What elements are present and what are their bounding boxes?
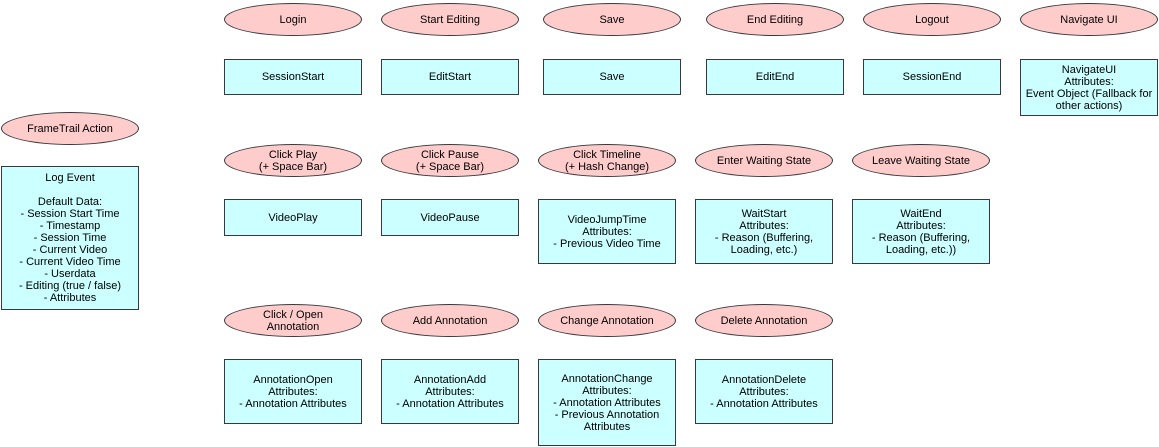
legend-event-box: Log Event Default Data: - Session Start … xyxy=(1,166,139,310)
event-edit-end: EditEnd xyxy=(706,59,844,95)
action-end-editing: End Editing xyxy=(706,3,844,36)
legend-action-label: FrameTrail Action xyxy=(27,122,113,135)
action-label: Click / Open Annotation xyxy=(263,308,323,333)
action-label: Click Pause (+ Space Bar) xyxy=(415,148,485,173)
event-label: AnnotationChange Attributes: - Annotatio… xyxy=(553,372,661,433)
event-annotation-open: AnnotationOpen Attributes: - Annotation … xyxy=(224,359,362,424)
event-label: AnnotationDelete Attributes: - Annotatio… xyxy=(710,373,818,410)
event-save: Save xyxy=(543,59,681,95)
event-label: VideoJumpTime Attributes: - Previous Vid… xyxy=(553,213,661,250)
event-label: EditStart xyxy=(428,71,472,83)
event-label: SessionStart xyxy=(261,71,325,83)
event-label: AnnotationOpen Attributes: - Annotation … xyxy=(239,373,347,410)
action-label: Logout xyxy=(915,13,949,26)
action-label: Login xyxy=(279,13,307,26)
event-wait-end: WaitEnd Attributes: - Reason (Buffering,… xyxy=(852,199,990,264)
event-wait-start: WaitStart Attributes: - Reason (Bufferin… xyxy=(695,199,833,264)
action-navigate-ui: Navigate UI xyxy=(1020,3,1158,36)
action-delete-annotation: Delete Annotation xyxy=(695,304,833,337)
action-label: Navigate UI xyxy=(1060,13,1118,26)
action-click-timeline: Click Timeline (+ Hash Change) xyxy=(538,144,676,177)
event-session-start: SessionStart xyxy=(224,59,362,95)
action-click-pause: Click Pause (+ Space Bar) xyxy=(381,144,519,177)
action-label: Click Timeline (+ Hash Change) xyxy=(564,148,650,173)
event-label: VideoPlay xyxy=(268,211,318,224)
action-label: Save xyxy=(599,13,625,26)
event-annotation-add: AnnotationAdd Attributes: - Annotation A… xyxy=(381,359,519,424)
event-annotation-delete: AnnotationDelete Attributes: - Annotatio… xyxy=(695,359,833,424)
action-logout: Logout xyxy=(863,3,1001,36)
action-click-open-annotation: Click / Open Annotation xyxy=(224,304,362,337)
event-session-end: SessionEnd xyxy=(863,59,1001,95)
action-label: Leave Waiting State xyxy=(871,154,971,167)
event-label: VideoPause xyxy=(420,211,480,224)
action-label: Start Editing xyxy=(420,13,480,26)
action-click-play: Click Play (+ Space Bar) xyxy=(224,144,362,177)
event-annotation-change: AnnotationChange Attributes: - Annotatio… xyxy=(538,359,676,446)
action-save: Save xyxy=(543,3,681,36)
event-label: Save xyxy=(599,71,625,83)
legend-event-label: Log Event Default Data: - Session Start … xyxy=(18,172,122,304)
action-change-annotation: Change Annotation xyxy=(538,304,676,337)
action-label: Click Play (+ Space Bar) xyxy=(258,148,328,173)
event-label: WaitEnd Attributes: - Reason (Buffering,… xyxy=(871,207,971,256)
legend-action-shape: FrameTrail Action xyxy=(1,112,139,145)
event-video-pause: VideoPause xyxy=(381,199,519,236)
event-video-play: VideoPlay xyxy=(224,199,362,236)
action-label: Change Annotation xyxy=(560,314,654,327)
event-label: SessionEnd xyxy=(902,71,962,83)
event-edit-start: EditStart xyxy=(381,59,519,95)
action-leave-waiting-state: Leave Waiting State xyxy=(852,144,990,177)
action-label: Add Annotation xyxy=(412,314,488,327)
event-label: NavigateUI Attributes: Event Object (Fal… xyxy=(1025,63,1153,112)
event-label: WaitStart Attributes: - Reason (Bufferin… xyxy=(714,207,814,256)
action-login: Login xyxy=(224,3,362,36)
event-navigate-ui: NavigateUI Attributes: Event Object (Fal… xyxy=(1020,59,1158,116)
action-label: Delete Annotation xyxy=(720,314,808,327)
action-label: End Editing xyxy=(746,13,804,26)
action-start-editing: Start Editing xyxy=(381,3,519,36)
action-add-annotation: Add Annotation xyxy=(381,304,519,337)
event-label: AnnotationAdd Attributes: - Annotation A… xyxy=(396,373,504,410)
action-label: Enter Waiting State xyxy=(716,154,812,167)
event-video-jump-time: VideoJumpTime Attributes: - Previous Vid… xyxy=(538,199,676,264)
event-label: EditEnd xyxy=(755,71,795,83)
action-enter-waiting-state: Enter Waiting State xyxy=(695,144,833,177)
